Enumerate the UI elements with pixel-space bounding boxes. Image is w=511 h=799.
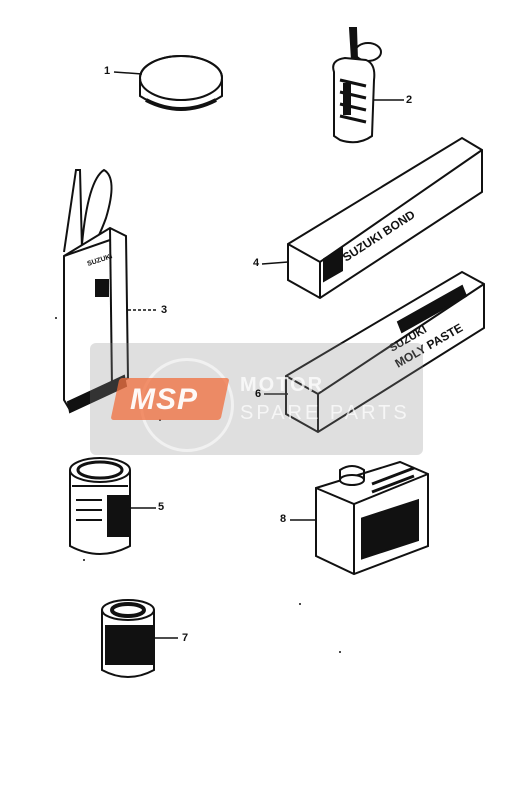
watermark-badge-text: MSP (130, 383, 199, 416)
callout-8: 8 (280, 513, 287, 525)
callout-7: 7 (182, 632, 189, 644)
callout-4: 4 (253, 257, 260, 269)
part-6-box (285, 270, 485, 434)
speck-marks (55, 317, 341, 653)
part-5-can (69, 457, 131, 555)
part-4-box (287, 136, 483, 300)
part-7-can (101, 599, 155, 678)
callout-5: 5 (158, 501, 165, 513)
watermark-line-1: MOTOR (240, 374, 325, 396)
watermark-line-2: SPARE PARTS (240, 402, 410, 424)
callout-3: 3 (161, 304, 168, 316)
callout-6: 6 (255, 388, 262, 400)
leader-4 (261, 261, 289, 265)
part-1-cap (139, 55, 223, 111)
part-8-tin (315, 460, 429, 576)
callout-1: 1 (104, 65, 111, 77)
part-2-bottle (332, 27, 382, 144)
leader-1 (113, 71, 143, 75)
part-3-tube (63, 168, 130, 414)
callout-2: 2 (406, 94, 413, 106)
